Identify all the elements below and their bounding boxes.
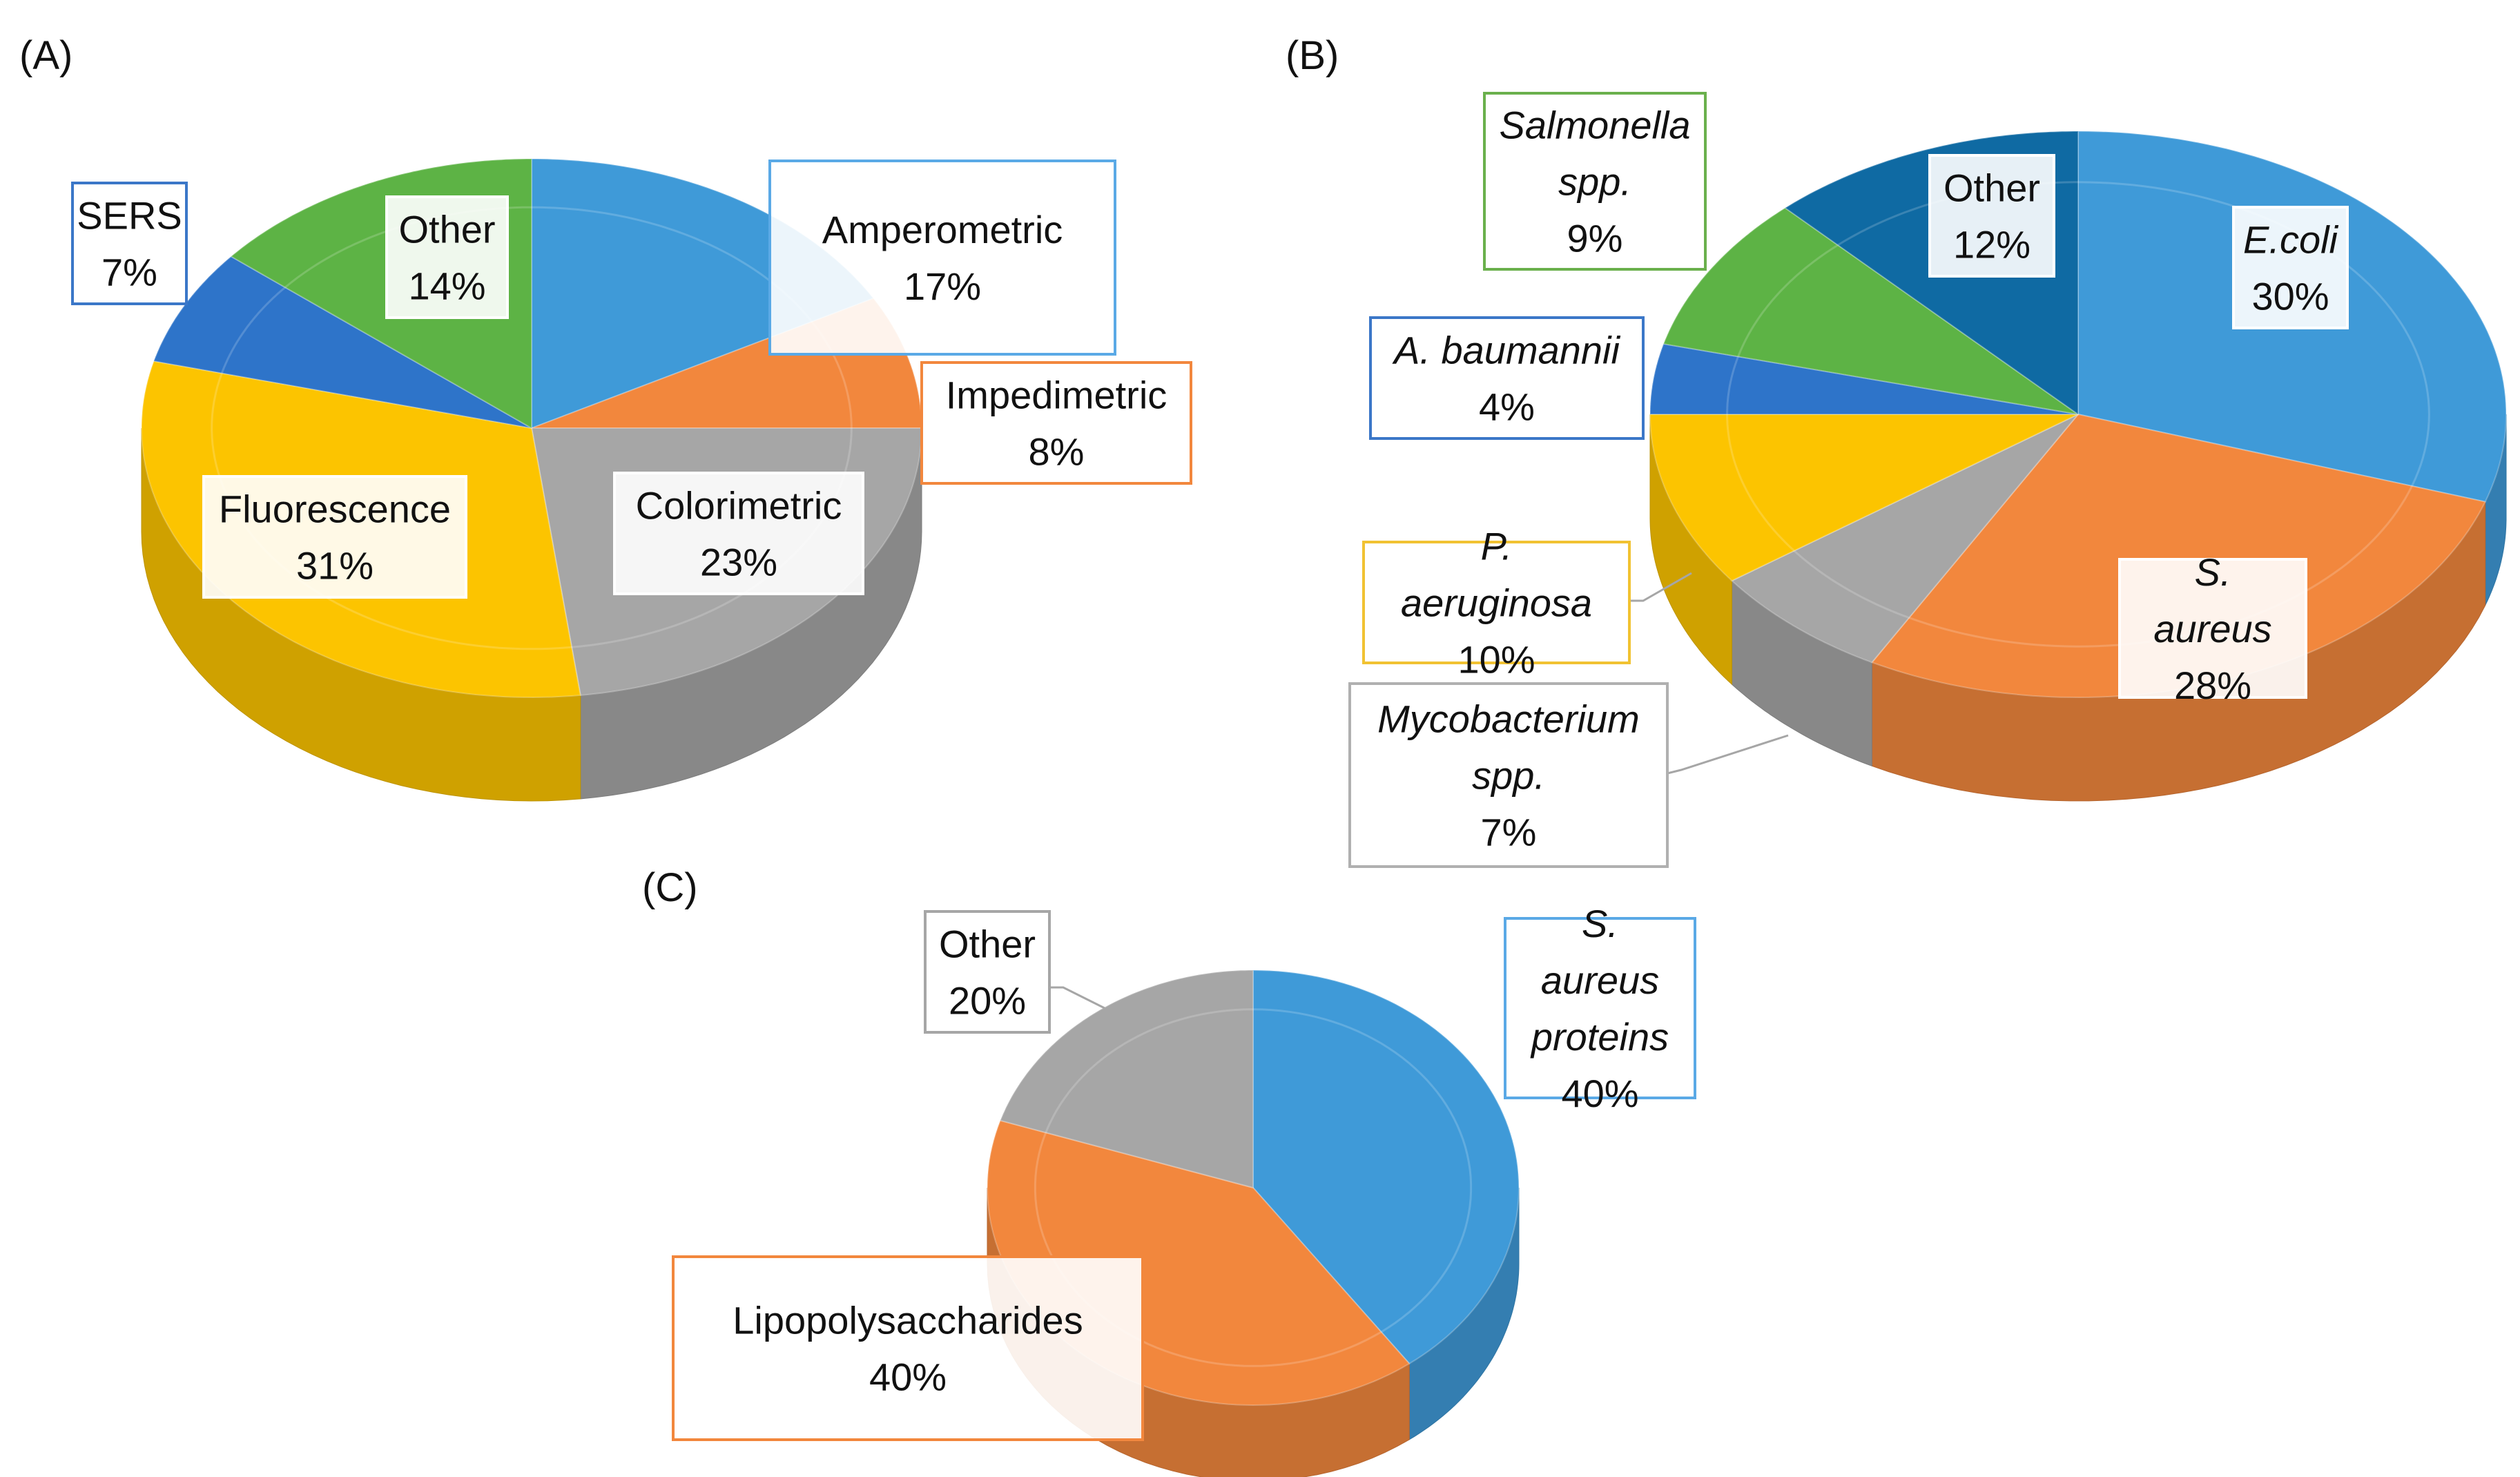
label-percent: 17%	[904, 264, 981, 308]
label-s-aureus-proteins: S. aureus proteins 40%	[1504, 902, 1696, 1115]
label-percent: 23%	[700, 541, 777, 584]
label-percent: 7%	[101, 251, 157, 294]
label-percent: 30%	[2251, 275, 2329, 318]
label-lipopolysaccharides: Lipopolysaccharides 40%	[672, 1255, 1144, 1441]
label-text: Amperometric	[822, 208, 1063, 251]
slice-highlight	[1737, 244, 1839, 357]
slice-mycobacterium-spp	[1730, 414, 2079, 664]
label-fluorescence: Fluorescence 31%	[202, 475, 467, 599]
label-text: S.	[1582, 902, 1618, 945]
slice-p-aeruginosa	[1649, 414, 2079, 582]
label-colorimetric: Colorimetric 23%	[613, 472, 864, 595]
label-text: E.coli	[2243, 218, 2338, 262]
label-box	[1369, 316, 1645, 440]
label-impedimetric: Impedimetric 8%	[920, 361, 1192, 485]
label-box	[385, 195, 509, 319]
label-p-aeruginosa: P. aeruginosa 10%	[1362, 525, 1631, 682]
label-text: Impedimetric	[946, 374, 1167, 417]
slice-a-baumannii	[1649, 342, 2079, 415]
label-percent: 40%	[1561, 1072, 1638, 1115]
label-percent: 4%	[1479, 385, 1535, 429]
label-percent: 12%	[1953, 223, 2030, 267]
label-percent: 31%	[296, 544, 374, 588]
panel-label: (A)	[19, 33, 72, 78]
panel-label: (C)	[642, 865, 698, 910]
label-other: Other 12%	[1928, 154, 2055, 278]
leader-line	[1049, 986, 1105, 1010]
slice-highlight	[1726, 356, 1739, 414]
slice-salmonella-spp	[1663, 206, 2079, 415]
leader-line	[1629, 572, 1692, 602]
label-s-aureus: S. aureus 28%	[2118, 550, 2307, 707]
label-text: Other	[1944, 166, 2040, 210]
label-percent: 10%	[1457, 638, 1535, 682]
label-percent: 28%	[2174, 664, 2251, 707]
label-box	[1504, 917, 1696, 1099]
label-percent: 9%	[1567, 217, 1623, 260]
label-salmonella-spp: Salmonella spp. 9%	[1483, 92, 1707, 271]
label-box	[613, 472, 864, 595]
slice-sers	[153, 255, 532, 429]
label-box	[1928, 154, 2055, 278]
slice-s-aureus-proteins	[1252, 969, 1520, 1365]
slice-highlight	[1045, 1008, 1254, 1133]
pie-chart-c: (C)S.aureusproteins40%Lipopolysaccharide…	[642, 865, 1696, 1477]
label-box	[2118, 558, 2307, 699]
label-box	[202, 475, 467, 599]
label-mycobacterium-spp: Mycobacterium spp. 7%	[1348, 682, 1669, 868]
label-percent: 14%	[408, 264, 485, 308]
slice-highlight	[1252, 1008, 1473, 1333]
label-text: A. baumannii	[1392, 329, 1620, 372]
label-text: aureus	[1541, 958, 1659, 1002]
label-box	[924, 910, 1051, 1034]
label-other: Other 20%	[924, 910, 1051, 1034]
label-percent: 20%	[949, 979, 1026, 1023]
label-percent: 40%	[869, 1355, 947, 1399]
label-box	[768, 160, 1116, 356]
label-text: Mycobacterium	[1377, 697, 1640, 741]
label-box	[2232, 206, 2349, 329]
label-text: P.	[1481, 525, 1513, 568]
label-box	[1483, 92, 1707, 271]
slice-highlight	[2077, 181, 2430, 487]
label-box	[920, 361, 1192, 485]
slice-other	[999, 969, 1254, 1189]
label-text: proteins	[1530, 1015, 1669, 1059]
label-text: Other	[398, 208, 495, 251]
label-text: Salmonella	[1499, 104, 1690, 147]
label-text: spp.	[1558, 160, 1631, 204]
pie-chart-b: (B) E.coli 30% S. aureus 28% Mycobacterium spp.…	[1286, 33, 2508, 868]
leader-line	[1667, 734, 1789, 775]
label-text: S.	[2195, 550, 2231, 594]
label-box	[71, 182, 188, 305]
label-amperometric: Amperometric 17%	[768, 160, 1116, 356]
pie-chart-a: (A) Amperometric 17% Impedimetric 8% Colorime…	[19, 33, 1192, 802]
label-text: Other	[939, 923, 1036, 966]
label-box	[672, 1255, 1144, 1441]
label-e-coli: E.coli 30%	[2232, 206, 2349, 329]
label-other: Other 14%	[385, 195, 509, 319]
panel-label: (B)	[1286, 33, 1339, 78]
label-text: spp.	[1472, 754, 1545, 798]
slice-highlight	[1726, 414, 1795, 552]
slice-highlight	[220, 287, 286, 374]
label-text: Fluorescence	[219, 487, 451, 531]
label-box	[1362, 541, 1631, 664]
label-sers: SERS 7%	[71, 182, 188, 305]
label-a-baumannii: A. baumannii 4%	[1369, 316, 1645, 440]
label-text: aeruginosa	[1401, 581, 1592, 625]
label-text: aureus	[2153, 607, 2271, 650]
label-text: SERS	[77, 194, 182, 238]
slice-highlight	[1793, 550, 1910, 619]
label-text: Lipopolysaccharides	[733, 1299, 1083, 1342]
label-box	[1348, 682, 1669, 868]
label-percent: 8%	[1029, 430, 1085, 474]
label-percent: 7%	[1481, 811, 1537, 854]
label-text: Colorimetric	[636, 484, 842, 528]
